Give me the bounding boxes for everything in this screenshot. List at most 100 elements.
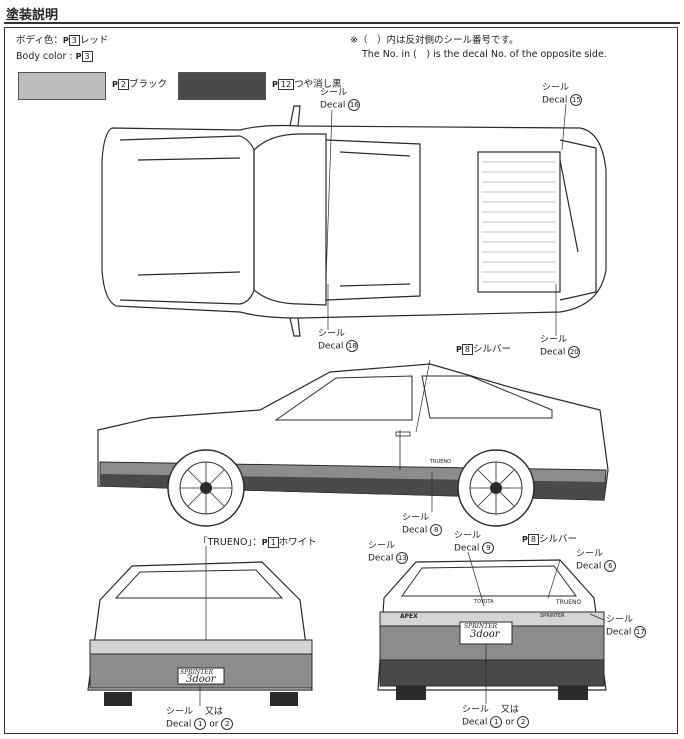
- decal-jp: シール: [542, 83, 570, 93]
- decal-en: Decal: [402, 525, 428, 536]
- decal-or-en: or: [209, 719, 219, 730]
- rear-strip-text: SPRINTER: [540, 613, 565, 619]
- decal-jp: シール: [606, 615, 634, 625]
- decal-number: 15: [570, 93, 583, 106]
- decal-jp: シール: [318, 329, 346, 339]
- decal-en: Decal: [318, 341, 344, 352]
- callout-rear-left: シール Decal 13: [368, 541, 409, 564]
- front-plate-top: SPRINTER: [180, 669, 214, 676]
- silver-rear-prefix: P: [522, 535, 528, 544]
- rear-brand: TOYOTA: [474, 599, 494, 605]
- decal-or-jp: 又は: [500, 705, 519, 715]
- decal-number: 18: [346, 339, 359, 352]
- silver-rear-name: シルバー: [538, 534, 577, 545]
- decal-jp: シール: [540, 335, 568, 345]
- swatch-black-num: 2: [117, 79, 129, 90]
- trueno-text: 「TRUENO」：: [198, 537, 262, 548]
- note-jp: ※（ ）内は反対側のシール番号です。: [350, 35, 519, 46]
- decal-jp: シール: [368, 541, 396, 551]
- decal-en: Decal: [542, 95, 568, 106]
- rear-plate-main: 3door: [470, 629, 500, 640]
- note-en: The No. in ( ) is the decal No. of the o…: [362, 49, 607, 60]
- front-view-car: [87, 546, 313, 706]
- paint-number: 3: [68, 35, 80, 46]
- rear-defroster-lines: [482, 161, 556, 283]
- decal-jp: シール: [454, 531, 482, 541]
- trueno-prefix: P: [261, 538, 268, 547]
- decal-number-b: 2: [221, 717, 234, 730]
- decal-jp: シール: [462, 705, 490, 715]
- decal-or-jp: 又は: [204, 707, 223, 717]
- decal-en: Decal: [462, 717, 488, 728]
- trueno-num: 1: [267, 537, 279, 548]
- top-view-car: [101, 105, 607, 337]
- silver-prefix: P: [456, 345, 462, 354]
- swatch-matte-black: [178, 72, 266, 100]
- decal-or-en: or: [505, 717, 515, 728]
- body-color-en-prefix: Body color :: [16, 51, 73, 62]
- silver-name: シルバー: [472, 344, 511, 355]
- decal-number: 16: [348, 98, 361, 111]
- decal-jp: シール: [402, 513, 430, 523]
- callout-side: シール Decal 8: [402, 513, 443, 536]
- callout-front-bottom: シール 又は Decal 1 or 2: [166, 707, 234, 730]
- swatch-black-prefix: P: [112, 80, 118, 89]
- decal-en: Decal: [320, 100, 346, 111]
- silver-rear-num: 8: [527, 534, 539, 545]
- callout-top-right: シール Decal 15: [542, 83, 583, 106]
- decal-number: 8: [430, 523, 443, 536]
- decal-number-a: 1: [490, 715, 503, 728]
- decal-en: Decal: [454, 543, 480, 554]
- paint-name: レッド: [79, 35, 109, 46]
- callout-rear-right: シール Decal 6: [576, 549, 617, 572]
- rear-trueno-badge: TRUENO: [556, 599, 582, 606]
- callout-top-left: シール Decal 16: [320, 88, 361, 111]
- swatch-matte-num: 12: [277, 79, 295, 90]
- decal-en: Decal: [368, 553, 394, 564]
- decal-number: 20: [568, 345, 581, 358]
- swatch-matte-name: つや消し黒: [294, 79, 342, 90]
- decal-number-b: 2: [517, 715, 530, 728]
- callout-rear-right2: シール Decal 17: [606, 615, 647, 638]
- decal-number: 9: [482, 541, 495, 554]
- decal-en: Decal: [576, 561, 602, 572]
- paint-prefix-en: P: [75, 52, 82, 61]
- swatch-matte-prefix: P: [272, 80, 278, 89]
- decal-en: Decal: [606, 627, 632, 638]
- decal-number-a: 1: [194, 717, 207, 730]
- paint-number-en: 3: [81, 51, 93, 62]
- top-leader-lines: [325, 103, 567, 336]
- callout-top-bottom-left: シール Decal 18: [318, 329, 359, 352]
- callout-rear-bottom: シール 又は Decal 1 or 2: [462, 705, 530, 728]
- decal-number: 6: [604, 559, 617, 572]
- rear-plate-top: SPRINTER: [464, 623, 498, 630]
- decal-jp: シール: [320, 88, 348, 98]
- decal-en: Decal: [166, 719, 192, 730]
- decal-number: 13: [396, 551, 409, 564]
- decal-en: Decal: [540, 347, 566, 358]
- rear-model-badge: APEX: [400, 613, 418, 620]
- title-rule: [4, 22, 680, 24]
- callout-rear-mid: シール Decal 9: [454, 531, 495, 554]
- side-view-car: [97, 359, 609, 527]
- paint-prefix: P: [62, 36, 69, 45]
- page-border: [4, 27, 678, 734]
- swatch-black: [18, 72, 106, 100]
- rear-view-car: [377, 551, 607, 704]
- swatch-black-name: ブラック: [128, 79, 167, 90]
- trueno-name: ホワイト: [278, 537, 317, 548]
- decal-jp: シール: [576, 549, 604, 559]
- decal-number: 17: [634, 625, 647, 638]
- front-plate-main: 3door: [186, 674, 216, 685]
- page-title: 塗装説明: [6, 8, 59, 23]
- decal-jp: シール: [166, 707, 194, 717]
- body-color-jp-prefix: ボディ色：: [16, 35, 63, 46]
